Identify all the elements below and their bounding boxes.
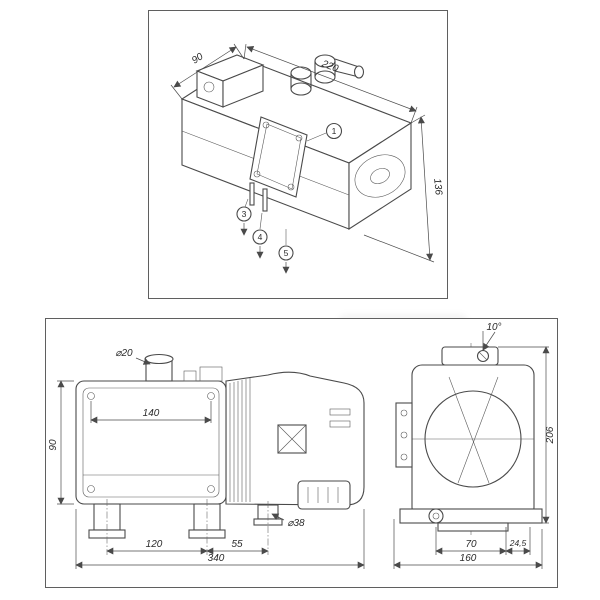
dim-depth-label: 90 — [190, 51, 206, 67]
dim-340-label: 340 — [208, 553, 225, 564]
dim-exhaust-dia-label: ⌀38 — [287, 518, 305, 529]
side-view: ⌀20 140 90 ⌀38 120 55 — [48, 348, 365, 569]
dim-90-label: 90 — [48, 439, 59, 451]
end-housing — [395, 346, 535, 518]
dim-55-label: 55 — [231, 539, 243, 550]
mounting-bracket-iso — [249, 116, 308, 212]
orthographic-drawing-panel: ⌀20 140 90 ⌀38 120 55 — [45, 318, 558, 588]
dim-160-label: 160 — [460, 553, 477, 564]
dim-120-55: 120 55 — [106, 539, 269, 555]
callout-5-label: 5 — [284, 248, 289, 258]
callout-3: 3 — [236, 198, 252, 236]
dim-pipe-dia: ⌀20 — [115, 348, 151, 365]
dim-exhaust-dia: ⌀38 — [271, 513, 305, 529]
dim-pipe-dia-label: ⌀20 — [115, 348, 133, 359]
dim-90-side: 90 — [48, 380, 74, 505]
dim-70-label: 70 — [465, 539, 477, 550]
dim-206-label: 206 — [545, 426, 556, 444]
side-exhaust-stub — [253, 501, 283, 555]
orthographic-drawing: ⌀20 140 90 ⌀38 120 55 — [48, 322, 556, 569]
callout-5: 5 — [278, 229, 294, 274]
dim-136-iso: 136 — [363, 114, 444, 263]
dim-angle-label: 10° — [486, 322, 501, 333]
callout-1-label: 1 — [332, 126, 337, 136]
side-heat-exchanger — [75, 380, 227, 505]
dim-24-5-label: 24,5 — [509, 538, 527, 548]
dim-160: 160 — [393, 519, 543, 569]
end-base — [399, 508, 543, 532]
end-view: 10° 206 70 24,5 160 — [393, 322, 556, 569]
side-mounting-feet — [88, 499, 226, 555]
callout-4-label: 4 — [258, 232, 263, 242]
dim-140-label: 140 — [143, 408, 160, 419]
isometric-drawing-panel: 90 220 136 1 3 4 5 — [148, 10, 448, 299]
dim-angle: 10° — [482, 322, 502, 351]
side-motor-section — [225, 371, 365, 510]
dim-340: 340 — [75, 509, 365, 569]
callout-3-label: 3 — [242, 209, 247, 219]
callout-1: 1 — [306, 122, 343, 142]
isometric-drawing: 90 220 136 1 3 4 5 — [170, 43, 444, 274]
dim-206: 206 — [498, 346, 556, 524]
dim-height-label: 136 — [431, 178, 444, 196]
callout-4: 4 — [252, 212, 268, 259]
dim-120-label: 120 — [146, 539, 163, 550]
dim-140: 140 — [90, 401, 212, 424]
dim-70-24: 70 24,5 — [435, 527, 531, 555]
side-coolant-pipe — [144, 353, 223, 382]
